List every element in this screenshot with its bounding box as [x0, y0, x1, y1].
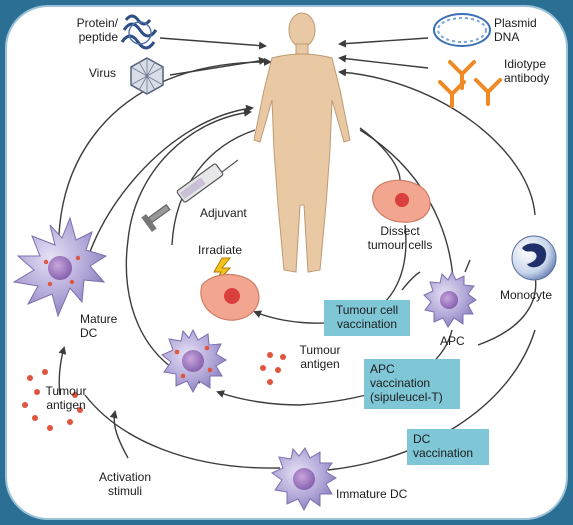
syringe-icon [141, 159, 239, 233]
inner-ring-left [171, 129, 256, 246]
plasmid-dna-icon [433, 13, 491, 47]
activation-stimuli-label: Activation stimuli [98, 470, 152, 498]
apc-vaccination-box: APC vaccination (sipuleucel-T) [364, 359, 460, 409]
antibody-icon [438, 60, 502, 108]
apc-connector [401, 271, 421, 291]
tumour-antigen-dots-left [22, 369, 83, 431]
tumour-cell-vaccination-box: Tumour cell vaccination [324, 300, 410, 336]
immature-dc-cell [270, 447, 337, 512]
monocyte-label: Monocyte [500, 288, 553, 302]
tumour-antigen-left-label: Tumour antigen [45, 384, 87, 412]
virus-icon [130, 57, 164, 95]
protein-peptide-label: Protein/ peptide [76, 16, 118, 44]
irradiated-tumour-cell [200, 273, 260, 321]
mature-dc-label: Mature DC [80, 312, 118, 340]
tumour-antigen-center-label: Tumour antigen [299, 343, 341, 371]
antibody-to-body-arrow [338, 54, 429, 69]
immature-dc-label: Immature DC [336, 487, 408, 501]
dc-vaccination-box: DC vaccination [407, 429, 489, 465]
apc-ring-to-body [127, 108, 252, 241]
activation-arrow [109, 410, 129, 459]
plasmid-dna-label: Plasmid DNA [494, 16, 537, 44]
monocyte-to-apc-link [464, 259, 471, 273]
outer-ring-monocyte-apc [477, 274, 537, 346]
human-figure-icon [253, 12, 351, 273]
irradiate-label: Irradiate [198, 243, 243, 257]
adjuvant-label: Adjuvant [200, 206, 247, 220]
outer-cycle-segment-right [327, 329, 536, 471]
protein-icon [120, 14, 158, 50]
apc-cell [423, 270, 477, 328]
monocyte-cell [511, 235, 557, 281]
dissect-tumour-cells-label: Dissect tumour cells [367, 224, 433, 252]
monocyte-to-body-arrow [338, 68, 536, 216]
tumour-antigen-dots-center [260, 352, 286, 385]
idiotype-antibody-label: Idiotype antibody [504, 57, 550, 85]
immature-dc-arc [84, 394, 281, 469]
virus-label: Virus [88, 66, 116, 80]
antigen-to-mature-arrow [58, 346, 67, 396]
plasmid-to-body-arrow [338, 37, 429, 48]
inner-ring-top-right [359, 127, 401, 181]
mature-dc-cell [12, 216, 108, 318]
apc-label: APC [440, 334, 465, 348]
apc-to-mature-arrow [216, 390, 301, 406]
antigen-loaded-apc-cell [161, 328, 227, 394]
dissected-tumour-cell [372, 179, 431, 223]
virus-to-body-arrow [169, 56, 267, 76]
protein-to-body-arrow [159, 37, 267, 50]
